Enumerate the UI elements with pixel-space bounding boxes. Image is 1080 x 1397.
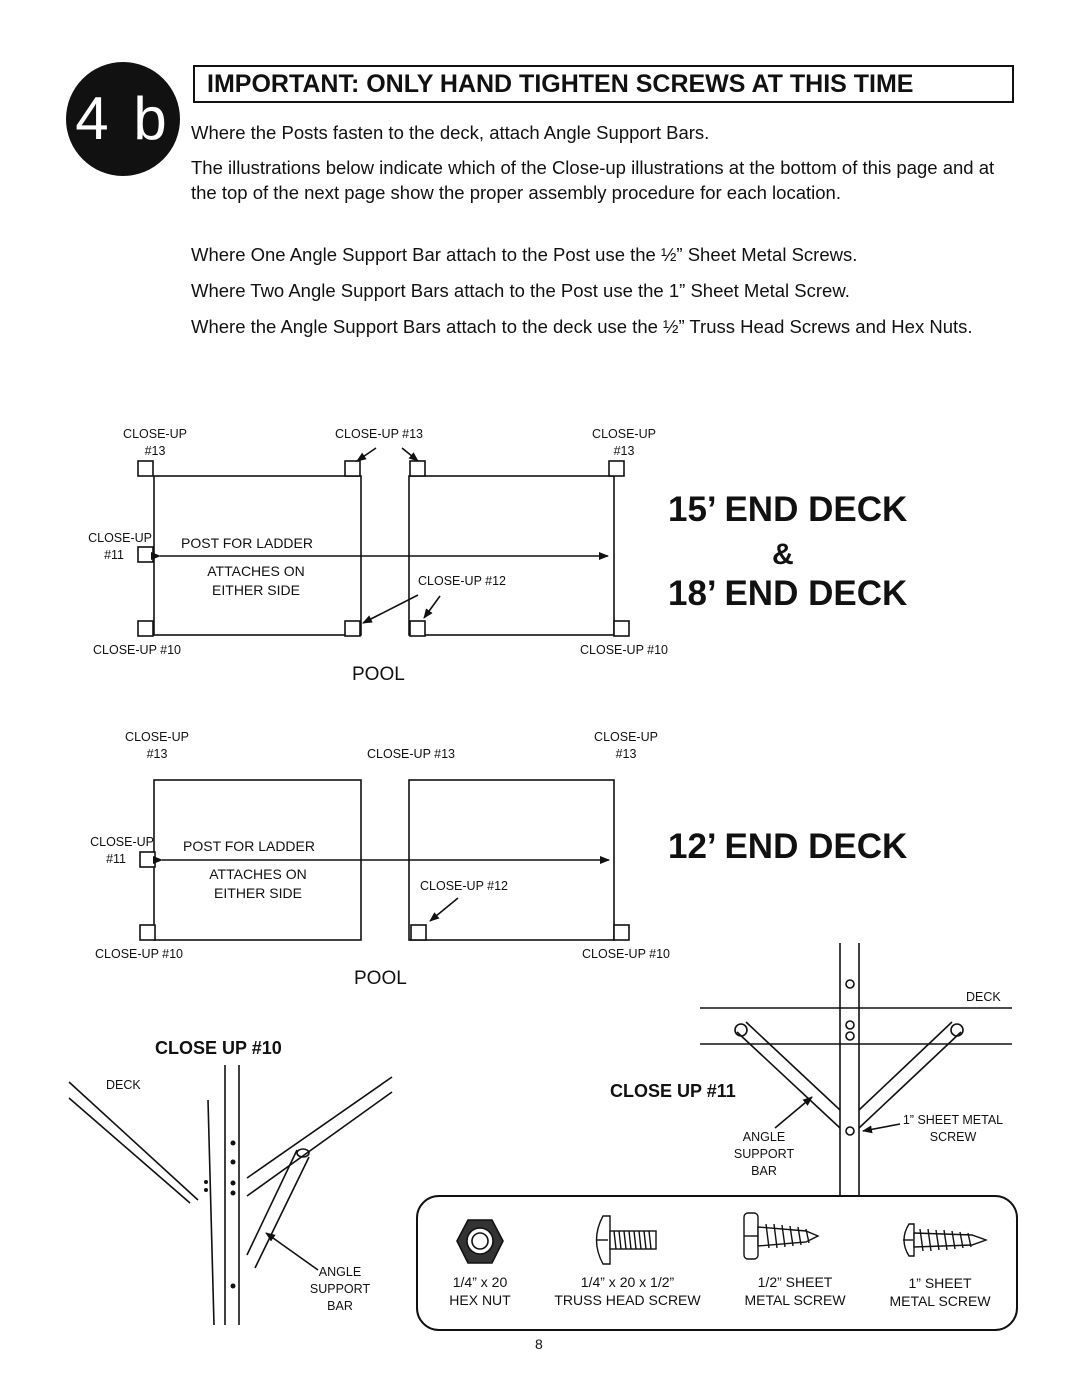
closeup-11-title: CLOSE UP #11 bbox=[610, 1081, 736, 1101]
paragraph-5: Where the Angle Support Bars attach to t… bbox=[191, 316, 973, 337]
hardware-label-one-inch-screw: 1” SHEET METAL SCREW bbox=[889, 1275, 991, 1309]
step-number-badge: 4 b bbox=[66, 62, 180, 176]
deck-title-15: 15’ END DECK bbox=[668, 490, 908, 529]
truss-head-screw-icon bbox=[595, 1215, 657, 1265]
closeup-10-title: CLOSE UP #10 bbox=[155, 1038, 282, 1058]
paragraph-3: Where One Angle Support Bar attach to th… bbox=[191, 244, 858, 265]
d2-closeup13-left-label: CLOSE-UP #13 bbox=[125, 730, 189, 761]
d1-closeup12-label: CLOSE-UP #12 bbox=[418, 574, 507, 588]
paragraph-4: Where Two Angle Support Bars attach to t… bbox=[191, 280, 850, 301]
paragraph-1: Where the Posts fasten to the deck, atta… bbox=[191, 122, 710, 143]
hardware-label-half-inch-screw: 1/2” SHEET METAL SCREW bbox=[744, 1274, 846, 1308]
deck-plan-15-18 bbox=[137, 447, 630, 637]
d1-closeup13-mid-label: CLOSE-UP #13 bbox=[335, 427, 424, 441]
d1-attaches-label: ATTACHES ON EITHER SIDE bbox=[207, 563, 305, 598]
closeup-11-deck-label: DECK bbox=[966, 990, 1001, 1004]
d1-closeup10-left-label: CLOSE-UP #10 bbox=[93, 643, 182, 657]
deck-title-amp: & bbox=[772, 538, 794, 571]
d1-post-for-ladder-label: POST FOR LADDER bbox=[181, 535, 313, 551]
page-number: 8 bbox=[535, 1336, 543, 1352]
hardware-label-hex-nut: 1/4” x 20 HEX NUT bbox=[449, 1274, 511, 1308]
hex-nut-icon bbox=[456, 1219, 504, 1264]
one-inch-sheet-metal-screw-icon bbox=[903, 1223, 989, 1257]
paragraph-2: The illustrations below indicate which o… bbox=[191, 157, 995, 203]
closeup-11-angle-support-bar-label: ANGLE SUPPORT BAR bbox=[733, 1130, 795, 1178]
important-banner: IMPORTANT: ONLY HAND TIGHTEN SCREWS AT T… bbox=[193, 65, 1014, 103]
closeup-10-angle-support-bar-label: ANGLE SUPPORT BAR bbox=[309, 1265, 371, 1313]
d2-pool-label: POOL bbox=[354, 968, 407, 989]
d2-closeup10-right-label: CLOSE-UP #10 bbox=[582, 947, 671, 961]
d2-closeup10-left-label: CLOSE-UP #10 bbox=[95, 947, 184, 961]
d2-closeup13-mid-label: CLOSE-UP #13 bbox=[367, 747, 456, 761]
deck-plan-12 bbox=[139, 779, 630, 941]
d1-closeup13-right-label: CLOSE-UP #13 bbox=[592, 427, 656, 458]
d2-post-for-ladder-label: POST FOR LADDER bbox=[183, 838, 315, 854]
d2-closeup12-label: CLOSE-UP #12 bbox=[420, 879, 509, 893]
hardware-label-truss-head-screw: 1/4” x 20 x 1/2” TRUSS HEAD SCREW bbox=[554, 1274, 701, 1308]
d2-attaches-label: ATTACHES ON EITHER SIDE bbox=[209, 866, 307, 901]
d1-closeup13-left-label: CLOSE-UP #13 bbox=[123, 427, 187, 458]
closeup-11-screw-label: 1” SHEET METAL SCREW bbox=[902, 1113, 1004, 1144]
d2-closeup13-right-label: CLOSE-UP #13 bbox=[594, 730, 658, 761]
d1-closeup10-right-label: CLOSE-UP #10 bbox=[580, 643, 669, 657]
d1-pool-label: POOL bbox=[352, 664, 405, 685]
hardware-box bbox=[416, 1195, 1018, 1331]
d2-closeup11-label: CLOSE-UP #11 bbox=[90, 835, 154, 866]
deck-title-18: 18’ END DECK bbox=[668, 574, 908, 613]
d1-closeup11-label: CLOSE-UP #11 bbox=[88, 531, 152, 562]
closeup-10-deck-label: DECK bbox=[106, 1078, 141, 1092]
deck-title-12: 12’ END DECK bbox=[668, 827, 908, 866]
closeup-11-drawing bbox=[700, 943, 1012, 1195]
half-inch-sheet-metal-screw-icon bbox=[743, 1212, 820, 1260]
closeup-10-drawing bbox=[68, 1065, 393, 1326]
